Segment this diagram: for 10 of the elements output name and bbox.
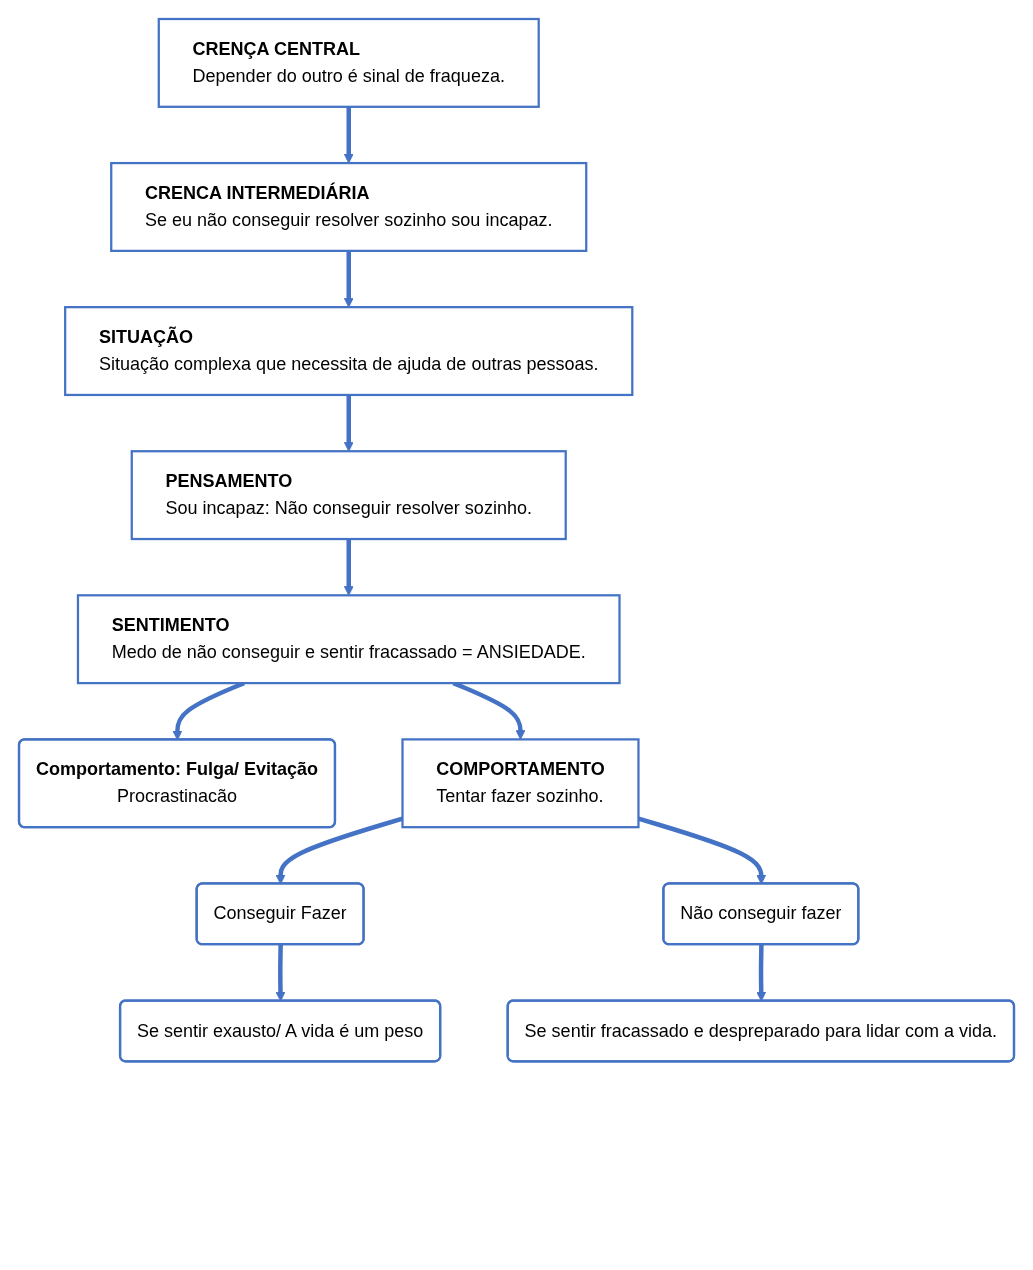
node-box: CRENÇA CENTRAL Depender do outro é sinal de fraqueza. <box>157 17 540 108</box>
node-box: COMPORTAMENTO Tentar fazer sozinho. <box>401 738 640 829</box>
node-box: SITUAÇÃO Situação complexa que necessita de ajuda de outras pessoas. <box>64 306 634 397</box>
arrow <box>343 394 354 452</box>
arrow <box>343 106 354 164</box>
node-box: SENTIMENTO Medo de não conseguir e sentir fracassado = ANSIEDADE. <box>76 594 621 685</box>
arrow <box>343 539 354 596</box>
arrow <box>343 250 354 308</box>
node-box: PENSAMENTO Sou incapaz: Não conseguir resolver sozinho. <box>130 450 567 541</box>
node-box: CRENCA INTERMEDIÁRIA Se eu não conseguir resolver sozinho sou incapaz. <box>110 161 588 252</box>
